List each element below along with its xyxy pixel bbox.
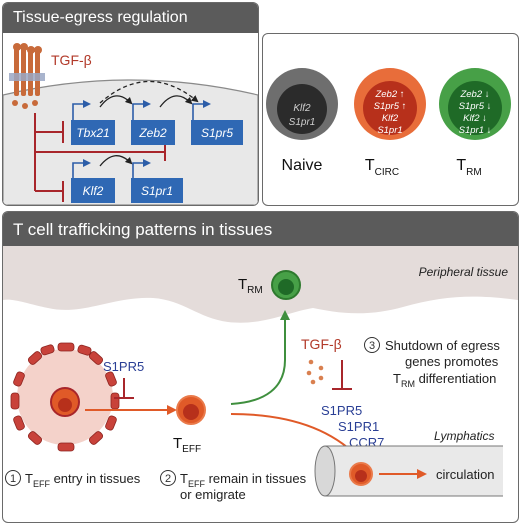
tcirc-label: TCIRC — [365, 157, 399, 178]
tcirc-cell: Zeb2 ↑ S1pr5 ↑ Klf2 S1pr1 TCIRC — [354, 68, 426, 178]
trm-tissue-cell — [271, 270, 301, 300]
gene-box-tbx21 — [71, 120, 115, 145]
tissue-egress-title: Tissue-egress regulation — [13, 9, 188, 26]
gene-box-zeb2 — [131, 120, 175, 145]
gene-box-klf2 — [71, 178, 115, 203]
tissue-egress-header: Tissue-egress regulation — [3, 3, 258, 33]
teff-cell — [176, 395, 206, 425]
trafficking-title: T cell trafficking patterns in tissues — [13, 220, 273, 239]
trm-tissue-label: TRM — [238, 276, 263, 296]
trm-arrow — [230, 310, 290, 405]
step3-line2: genes promotes — [405, 354, 499, 369]
gene-box-s1pr1 — [131, 178, 183, 203]
trm-gene-4: S1pr1 ↓ — [459, 125, 492, 136]
trm-label-sub: RM — [466, 167, 482, 178]
gene-s1pr5: S1pr5 — [201, 126, 233, 140]
step3-line1: Shutdown of egress — [385, 338, 500, 353]
lymphatics-label: Lymphatics — [434, 429, 494, 443]
step3-number-circle — [364, 337, 380, 353]
trafficking-diagram: Peripheral tissue — [3, 246, 518, 502]
step2-line2: or emigrate — [180, 487, 246, 502]
gene-s1pr1: S1pr1 — [141, 184, 173, 198]
peripheral-tissue — [3, 246, 518, 323]
receptor-s1pr5: S1PR5 — [321, 403, 362, 418]
gene-row-2: Klf2 S1pr1 — [71, 155, 183, 203]
step1-number: 1 — [10, 473, 16, 485]
gene-tbx21: Tbx21 — [76, 126, 109, 140]
gene-box-s1pr5 — [191, 120, 243, 145]
peripheral-tissue-label: Peripheral tissue — [419, 265, 509, 279]
trm-gene-2: S1pr5 ↓ — [459, 101, 492, 112]
trm-gene-1: Zeb2 ↓ — [459, 89, 489, 100]
tgf-particles — [306, 359, 324, 385]
trafficking-header: T cell trafficking patterns in tissues — [3, 212, 518, 246]
gene-zeb2: Zeb2 — [138, 126, 167, 140]
trm-tissue-label-sub: RM — [247, 285, 263, 296]
gene-regulation-diagram: TGF-β Tbx21 Zeb2 S1pr5 — [3, 43, 258, 205]
circulating-cell — [349, 462, 373, 486]
trafficking-panel: T cell trafficking patterns in tissues P… — [2, 211, 519, 523]
cell-cytoplasm — [3, 79, 258, 205]
teff-label: TEFF — [173, 435, 201, 455]
step1-text: TEFF entry in tissues — [25, 471, 141, 489]
trm-gene-3: Klf2 ↓ — [463, 113, 487, 124]
tgf-label-top: TGF-β — [51, 52, 92, 68]
naive-gene-2: S1pr1 — [289, 117, 316, 128]
cell-types-diagram: Klf2 S1pr1 Naive Zeb2 ↑ S1pr5 ↑ Klf2 S1p… — [266, 68, 511, 178]
tgf-label-bottom: TGF-β — [301, 336, 342, 352]
gene-row-1: Tbx21 Zeb2 S1pr5 — [71, 80, 243, 145]
step2-number: 2 — [165, 473, 171, 485]
tgf-receptor-icon — [9, 43, 45, 109]
naive-gene-1: Klf2 — [293, 103, 311, 114]
blood-vessel — [10, 342, 120, 452]
tcirc-gene-3: Klf2 — [382, 113, 399, 124]
lymphatic-vessel — [314, 445, 503, 497]
trm-label: TRM — [456, 157, 481, 178]
tcirc-gene-2: S1pr5 ↑ — [374, 101, 407, 112]
tcirc-gene-1: Zeb2 ↑ — [374, 89, 404, 100]
circulation-label: circulation — [436, 467, 495, 482]
receptor-s1pr1: S1PR1 — [338, 419, 379, 434]
trm-cell: Zeb2 ↓ S1pr5 ↓ Klf2 ↓ S1pr1 ↓ TRM — [439, 68, 511, 178]
gene-klf2: Klf2 — [83, 184, 104, 198]
tcirc-label-sub: CIRC — [375, 167, 399, 178]
tcirc-gene-4: S1pr1 — [377, 125, 402, 136]
step3-line3: TRM differentiation — [393, 371, 496, 389]
s1pr5-left-label: S1PR5 — [103, 359, 144, 374]
teff-label-sub: EFF — [182, 444, 201, 455]
step3-number: 3 — [369, 340, 375, 352]
step2-text: TEFF remain in tissues — [180, 471, 307, 489]
cell-types-panel: Klf2 S1pr1 Naive Zeb2 ↑ S1pr5 ↑ Klf2 S1p… — [262, 33, 519, 206]
naive-cell: Klf2 S1pr1 Naive — [266, 68, 338, 174]
step1-number-circle — [5, 470, 21, 486]
step2-number-circle — [160, 470, 176, 486]
naive-label: Naive — [282, 157, 323, 174]
tissue-egress-panel: Tissue-egress regulation — [2, 2, 259, 206]
inhibition-lines — [34, 113, 166, 202]
